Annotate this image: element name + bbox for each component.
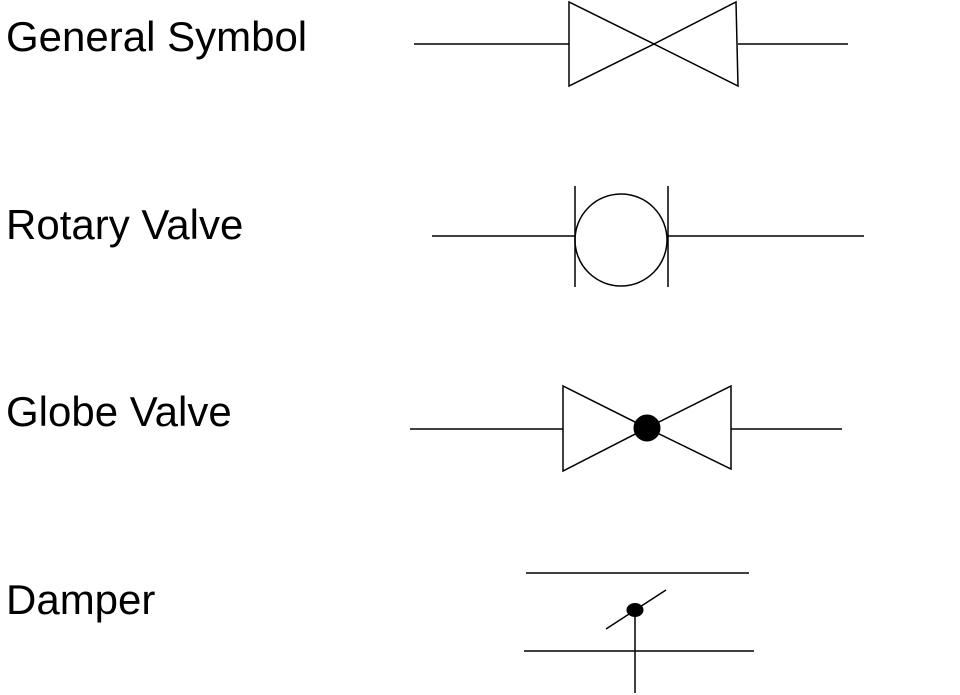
general-left-triangle [568, 0, 656, 88]
rotary-valve-symbol [432, 186, 864, 287]
globe-left-triangle [562, 384, 649, 473]
label-globe-valve: Globe Valve [6, 388, 232, 435]
globe-right-triangle [645, 384, 732, 471]
damper-pivot-dot [626, 603, 644, 617]
general-right-triangle [652, 0, 739, 88]
globe-valve-symbol [410, 384, 842, 473]
label-rotary-valve: Rotary Valve [6, 201, 244, 248]
globe-center-dot [633, 414, 661, 442]
damper-symbol [524, 572, 754, 693]
general-valve-symbol [414, 0, 848, 88]
label-general-symbol: General Symbol [6, 13, 308, 60]
rotary-circle [574, 193, 668, 287]
label-damper: Damper [6, 576, 156, 623]
